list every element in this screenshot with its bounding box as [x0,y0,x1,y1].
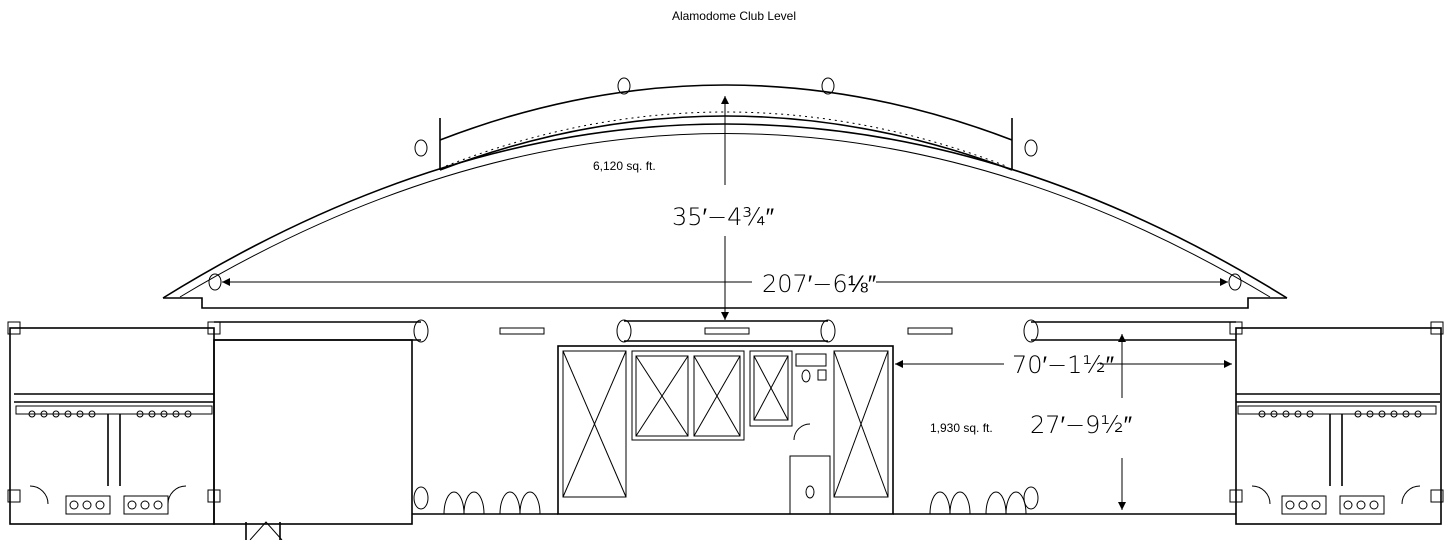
east-width-dimension-label: 70′−1½″ [1012,351,1115,379]
east-depth-dimension-label: 27′−9½″ [1030,411,1133,439]
columns [208,77,1242,510]
width-dimension-label: 207′−6⅛″ [762,270,877,298]
beams [214,320,1236,342]
depth-dimension-label: 35′−4¾″ [672,203,775,231]
main-hall-area-label: 6,120 sq. ft. [593,159,656,173]
left-wing [7,321,413,525]
plan-title: Alamodome Club Level [672,9,796,23]
east-room-area-label: 1,930 sq. ft. [930,421,993,435]
central-core [557,345,894,515]
bottom-wall [245,491,1236,540]
right-wing [1229,321,1444,525]
